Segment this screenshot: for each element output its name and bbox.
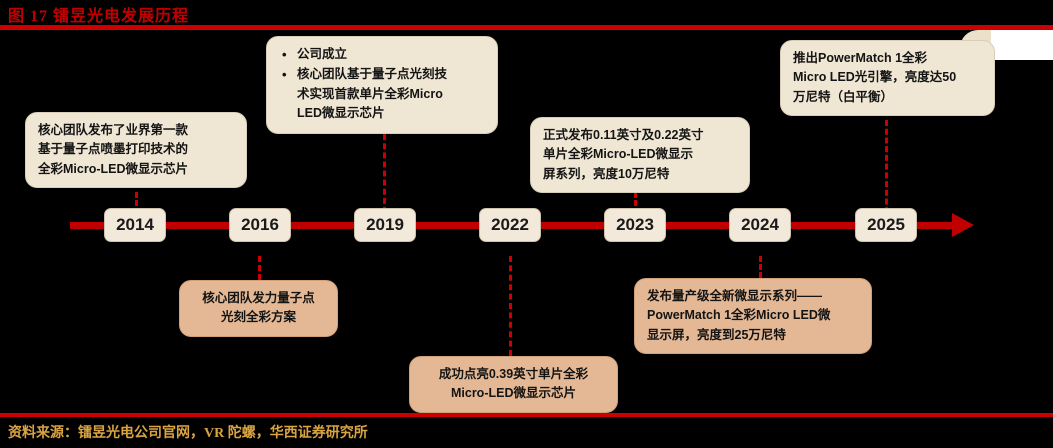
year-marker-2023[interactable]: 2023 <box>604 208 666 242</box>
title-divider <box>0 25 1053 30</box>
source-note: 资料来源：镭昱光电公司官网，VR 陀螺，华西证券研究所 <box>8 426 368 441</box>
callout-line: 万尼特（白平衡） <box>793 89 894 104</box>
year-marker-2016[interactable]: 2016 <box>229 208 291 242</box>
callout-line: PowerMatch 1全彩Micro LED微 <box>647 308 831 323</box>
connector-2025 <box>885 120 888 222</box>
callout-2025: 推出PowerMatch 1全彩 Micro LED光引擎，亮度达50 万尼特（… <box>780 40 995 117</box>
callout-line: 正式发布0.11英寸及0.22英寸 <box>543 128 704 142</box>
callout-line: LED微显示芯片 <box>297 106 385 121</box>
callout-line: 基于量子点喷墨打印技术的 <box>38 142 189 157</box>
list-item: 公司成立 <box>282 45 485 66</box>
callout-bullet-list: 公司成立 核心团队基于量子点光刻技 术实现首款单片全彩Micro LED微显示芯… <box>279 45 485 124</box>
callout-2023: 正式发布0.11英寸及0.22英寸 单片全彩Micro-LED微显示 屏系列，亮… <box>530 117 750 194</box>
connector-2016 <box>258 256 261 280</box>
year-marker-2025[interactable]: 2025 <box>855 208 917 242</box>
year-marker-2014[interactable]: 2014 <box>104 208 166 242</box>
year-label: 2023 <box>616 215 654 234</box>
callout-line: 屏系列，亮度10万尼特 <box>543 166 670 181</box>
callout-line: 核心团队发布了业界第一款 <box>38 123 189 137</box>
year-label: 2016 <box>241 215 279 234</box>
callout-line: 公司成立 <box>297 47 348 61</box>
callout-line: 发布量产级全新微显示系列—— <box>647 289 823 303</box>
year-marker-2022[interactable]: 2022 <box>479 208 541 242</box>
callout-line: 全彩Micro-LED微显示芯片 <box>38 161 189 176</box>
corner-mask <box>991 30 1053 60</box>
year-marker-2019[interactable]: 2019 <box>354 208 416 242</box>
callout-2014: 核心团队发布了业界第一款 基于量子点喷墨打印技术的 全彩Micro-LED微显示… <box>25 112 247 189</box>
callout-line: 显示屏，亮度到25万尼特 <box>647 327 786 342</box>
year-marker-2024[interactable]: 2024 <box>729 208 791 242</box>
footer-divider <box>0 413 1053 417</box>
callout-line: 术实现首款单片全彩Micro <box>297 86 443 101</box>
callout-line: 推出PowerMatch 1全彩 <box>793 51 928 65</box>
year-label: 2014 <box>116 215 154 234</box>
connector-2022 <box>509 256 512 356</box>
callout-line: 单片全彩Micro-LED微显示 <box>543 147 694 162</box>
callout-2019: 公司成立 核心团队基于量子点光刻技 术实现首款单片全彩Micro LED微显示芯… <box>266 36 498 134</box>
figure-title: 图 17 镭昱光电发展历程 <box>8 8 190 25</box>
callout-2016: 核心团队发力量子点 光刻全彩方案 <box>179 280 338 337</box>
connector-2023 <box>634 192 637 222</box>
callout-2024: 发布量产级全新微显示系列—— PowerMatch 1全彩Micro LED微 … <box>634 278 872 355</box>
year-label: 2022 <box>491 215 529 234</box>
year-label: 2024 <box>741 215 779 234</box>
callout-line: 核心团队基于量子点光刻技 <box>297 67 448 82</box>
callout-2022: 成功点亮0.39英寸单片全彩 Micro-LED微显示芯片 <box>409 356 618 413</box>
year-label: 2019 <box>366 215 404 234</box>
callout-line: Micro LED光引擎，亮度达50 <box>793 70 957 85</box>
connector-2024 <box>759 256 762 278</box>
callout-line: Micro-LED微显示芯片 <box>450 386 576 401</box>
timeline-arrow-icon <box>952 213 974 237</box>
callout-line: 核心团队发力量子点 <box>202 291 315 305</box>
callout-line: 光刻全彩方案 <box>220 310 296 325</box>
connector-2019 <box>383 116 386 222</box>
year-label: 2025 <box>867 215 905 234</box>
list-item: 核心团队基于量子点光刻技 术实现首款单片全彩Micro LED微显示芯片 <box>282 65 485 123</box>
connector-2014 <box>135 192 138 222</box>
callout-line: 成功点亮0.39英寸单片全彩 <box>438 367 589 381</box>
